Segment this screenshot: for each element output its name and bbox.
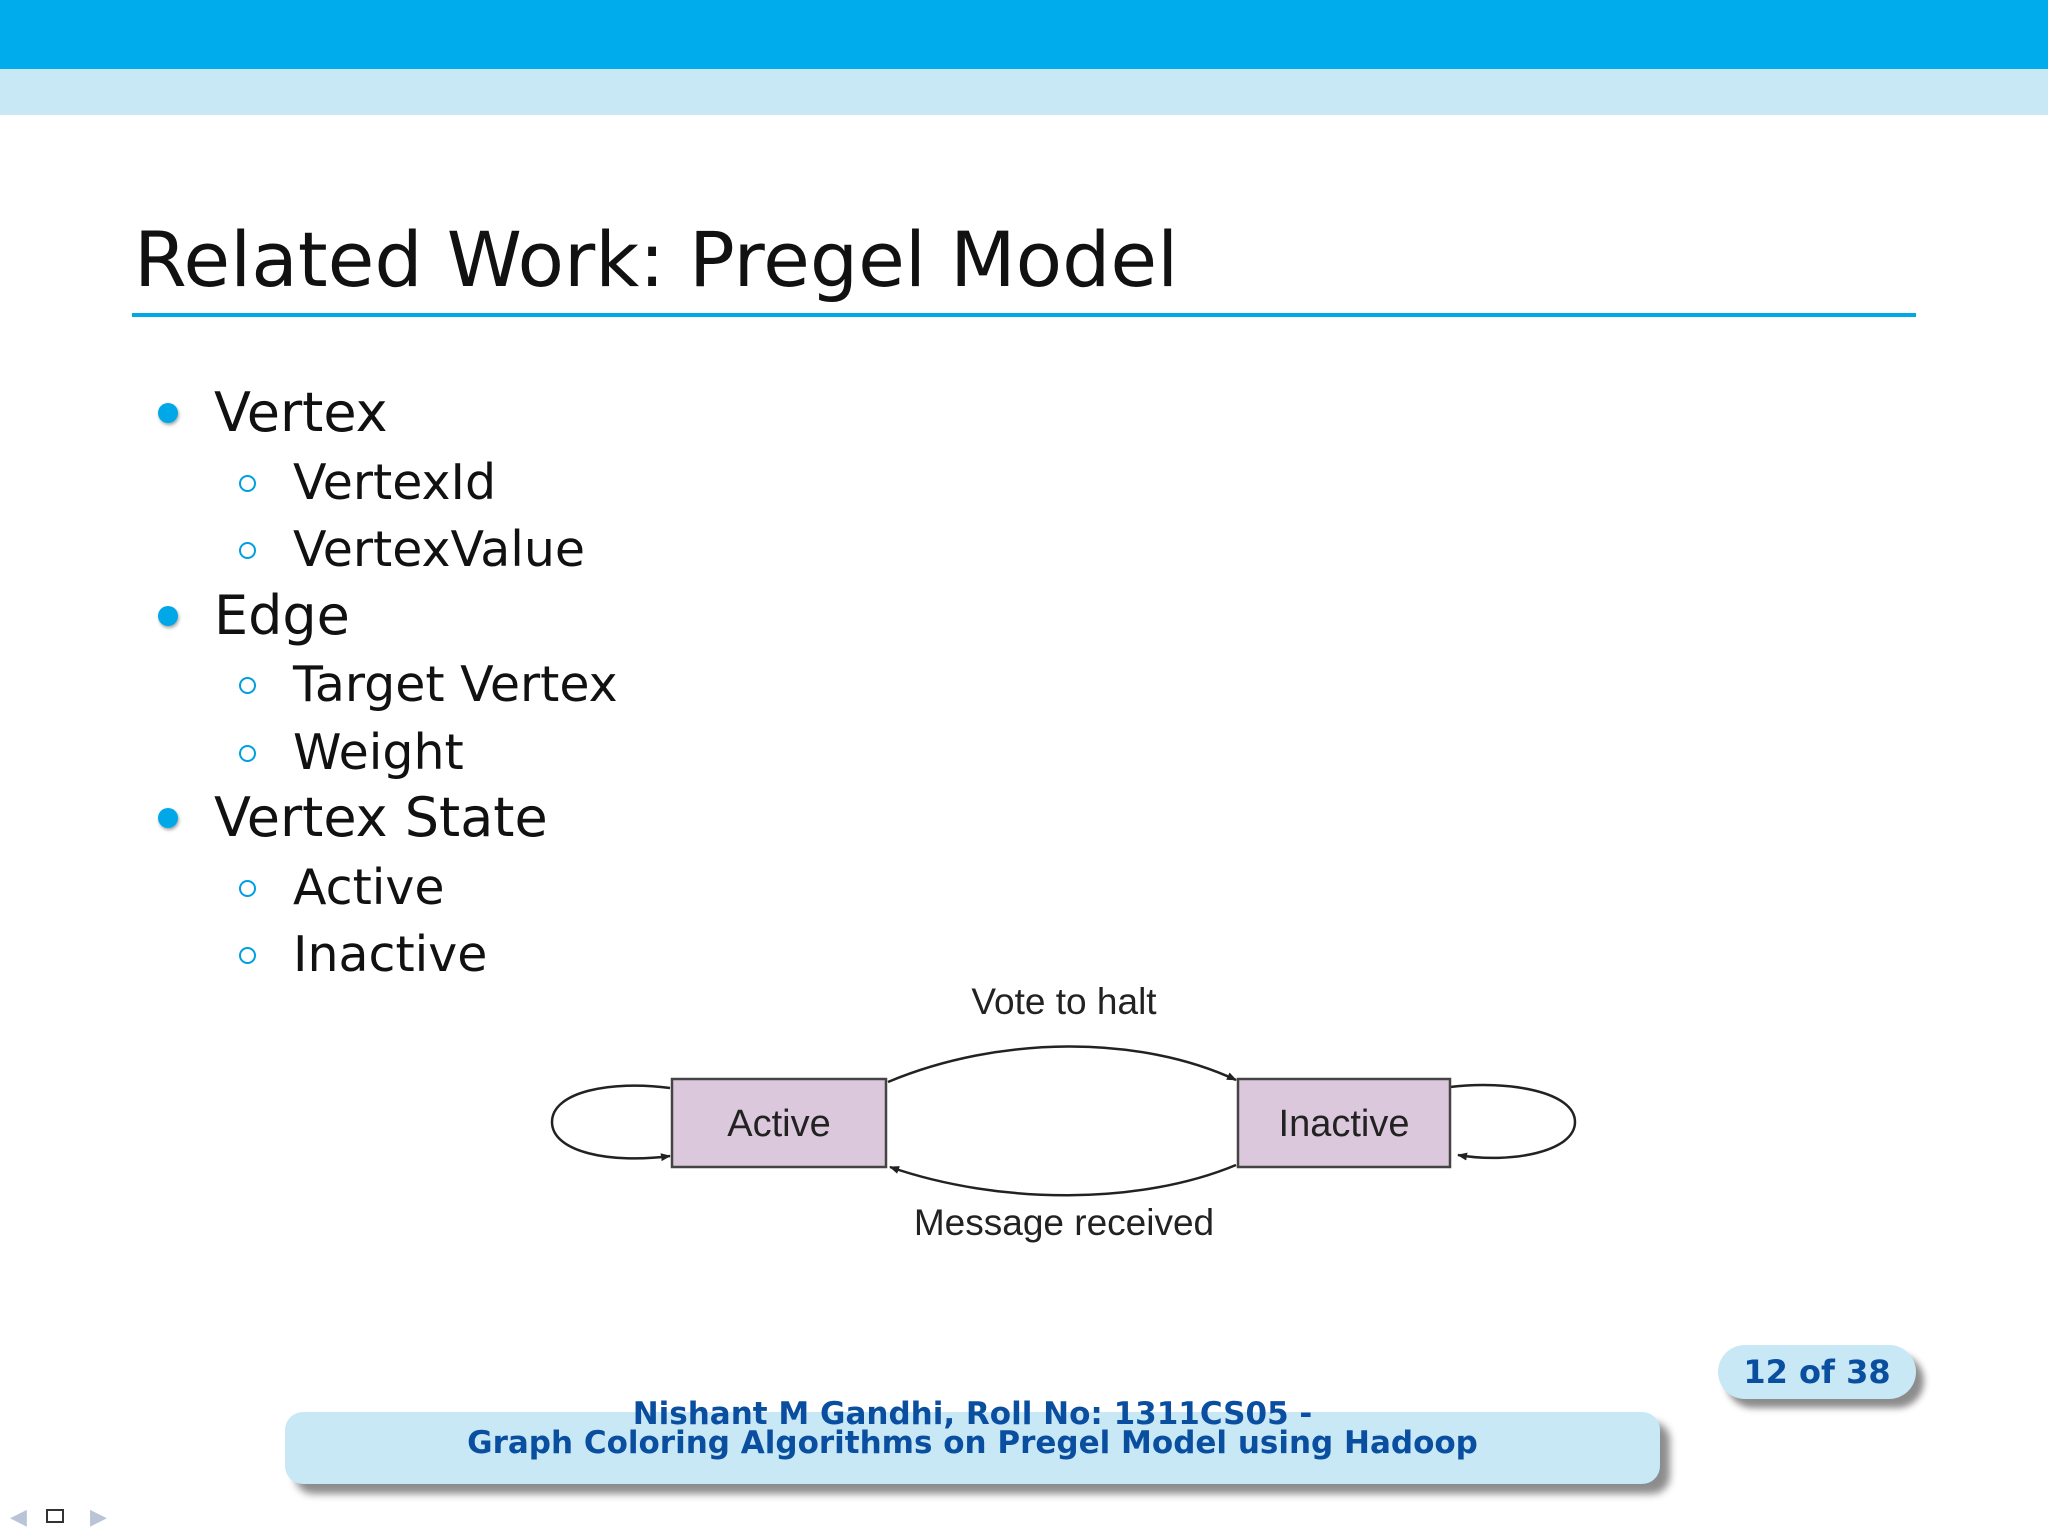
message-received-arrow bbox=[889, 1163, 1237, 1197]
bullet-item: Vertex State bbox=[214, 786, 548, 849]
bullet-item: Vertex bbox=[214, 381, 388, 444]
sub-bullet-ring bbox=[239, 475, 256, 492]
inactive-state-box bbox=[1236, 1077, 1452, 1169]
header-band bbox=[0, 69, 2048, 115]
bullet-dot bbox=[158, 606, 178, 626]
prev-arrow-icon[interactable]: ◀ bbox=[10, 1505, 27, 1530]
title-underline bbox=[132, 313, 1916, 317]
page-indicator: 12 of 38 bbox=[1718, 1345, 1916, 1399]
state-diagram: Active Inactive Vote to halt Message rec… bbox=[550, 981, 1577, 1243]
active-state-label: Active bbox=[727, 1103, 830, 1145]
frame-icon[interactable] bbox=[46, 1509, 64, 1523]
inactive-state-label: Inactive bbox=[1279, 1103, 1410, 1145]
next-arrow-icon[interactable]: ▶ bbox=[90, 1505, 107, 1530]
sub-bullet-item: Active bbox=[293, 859, 445, 916]
sub-bullet-ring bbox=[239, 542, 256, 559]
sub-bullet-item: Inactive bbox=[293, 926, 488, 983]
vote-to-halt-label: Vote to halt bbox=[971, 981, 1157, 1022]
sub-bullet-ring bbox=[239, 947, 256, 964]
vote-to-halt-arrow bbox=[887, 1045, 1237, 1084]
footer-box bbox=[285, 1412, 1660, 1484]
sub-bullet-ring bbox=[239, 677, 256, 694]
footer-author: Nishant M Gandhi, Roll No: 1311CS05 - bbox=[632, 1396, 1313, 1432]
slide-navigation: ◀ ▶ bbox=[8, 1504, 108, 1532]
sub-bullet-ring bbox=[239, 880, 256, 897]
bullet-dot bbox=[158, 808, 178, 828]
sub-bullet-item: Target Vertex bbox=[293, 656, 618, 713]
bullet-dot bbox=[158, 403, 178, 423]
active-self-loop bbox=[550, 1084, 671, 1162]
header-bar bbox=[0, 0, 2048, 69]
active-state-box bbox=[670, 1077, 888, 1169]
sub-bullet-ring bbox=[239, 745, 256, 762]
inactive-self-loop bbox=[1449, 1083, 1577, 1161]
message-received-label: Message received bbox=[914, 1202, 1214, 1243]
bullet-item: Edge bbox=[214, 584, 350, 647]
sub-bullet-item: VertexValue bbox=[293, 521, 586, 578]
footer-talk-title: Graph Coloring Algorithms on Pregel Mode… bbox=[467, 1425, 1478, 1461]
slide-title: Related Work: Pregel Model bbox=[134, 215, 1179, 304]
sub-bullet-item: Weight bbox=[293, 724, 464, 781]
sub-bullet-item: VertexId bbox=[293, 454, 497, 511]
